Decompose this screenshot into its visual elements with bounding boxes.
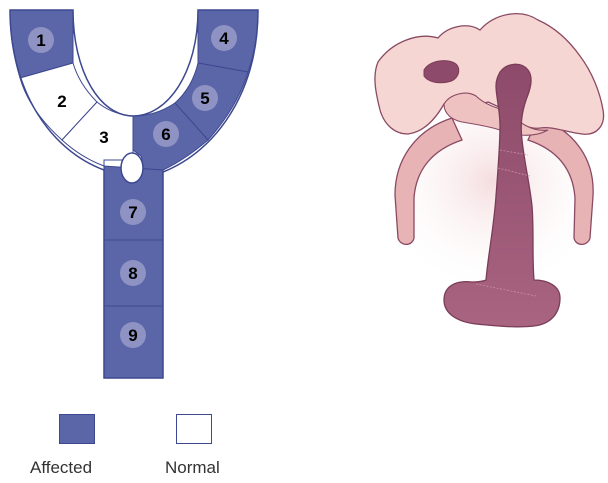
segment-badge-7: 7 [120,199,146,225]
segment-badge-8: 8 [120,260,146,286]
segment-badge-1: 1 [28,27,54,53]
central-opening [121,153,143,183]
segment-label-2: 2 [57,92,66,111]
segment-diagram: 1 2 3 4 5 6 7 8 [10,10,258,378]
legend-label-affected: Affected [30,458,92,478]
segment-label-5: 5 [200,89,209,108]
legend-label-normal: Normal [165,458,220,478]
segment-label-3: 3 [99,128,108,147]
legend-swatch-normal [176,414,212,444]
segment-label-6: 6 [161,125,170,144]
segment-badge-5: 5 [192,85,218,111]
segment-label-9: 9 [128,326,137,345]
anatomy-illustration [375,14,604,327]
segment-label-7: 7 [128,203,137,222]
segment-badge-4: 4 [211,25,237,51]
segment-badge-6: 6 [153,121,179,147]
segment-label-1: 1 [36,31,45,50]
legend-swatch-affected [59,414,95,444]
segment-label-4: 4 [219,29,229,48]
segment-label-8: 8 [128,264,137,283]
segment-badge-9: 9 [120,322,146,348]
